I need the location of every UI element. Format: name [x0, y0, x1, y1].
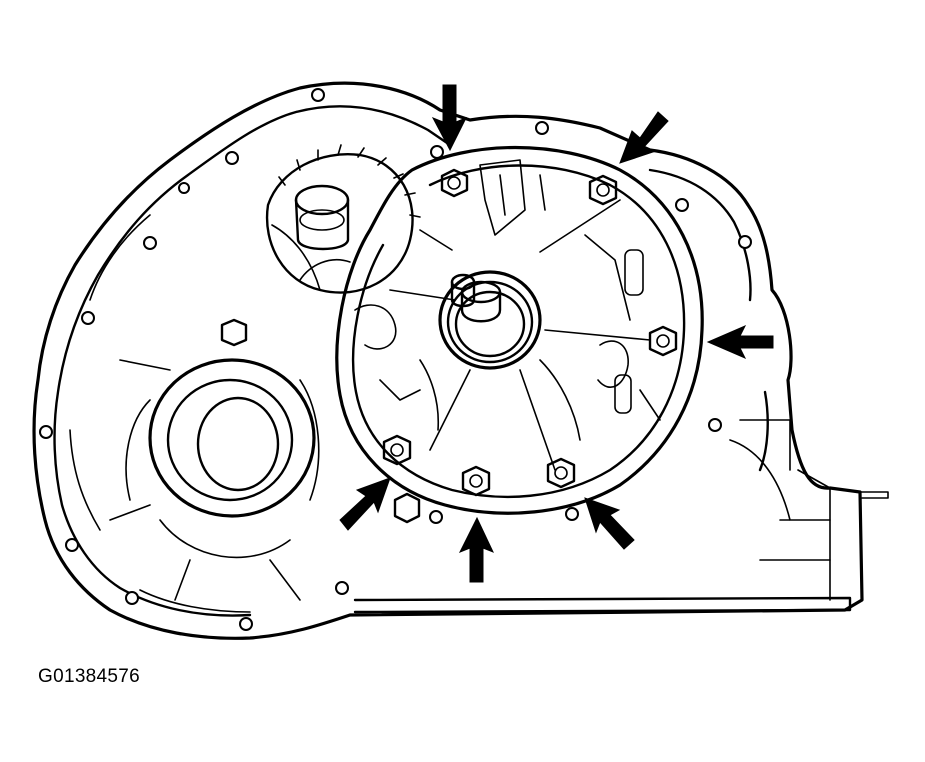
pump-cover-plate	[335, 146, 704, 515]
arrow-icon	[706, 324, 774, 360]
housing-bolt-holes	[39, 88, 752, 631]
figure-id-label: G01384576	[38, 666, 141, 687]
input-shaft	[438, 270, 542, 370]
intermediate-gear	[265, 144, 421, 294]
differential-bore	[109, 358, 320, 601]
transaxle-housing	[32, 81, 889, 640]
arrow-icon	[458, 516, 494, 583]
indicator-arrows	[339, 84, 774, 583]
pump-bolts	[382, 168, 678, 497]
misc-fittings	[178, 182, 421, 524]
bolt-icon	[461, 465, 491, 497]
arrow-icon	[431, 84, 468, 152]
bolt-icon	[648, 325, 678, 357]
bolt-icon	[588, 174, 618, 206]
bolt-icon	[440, 168, 469, 198]
arrow-icon	[584, 497, 635, 550]
arrow-icon	[339, 477, 391, 531]
bolt-icon	[546, 457, 576, 489]
arrow-icon	[619, 111, 669, 164]
bolt-icon	[382, 434, 412, 466]
